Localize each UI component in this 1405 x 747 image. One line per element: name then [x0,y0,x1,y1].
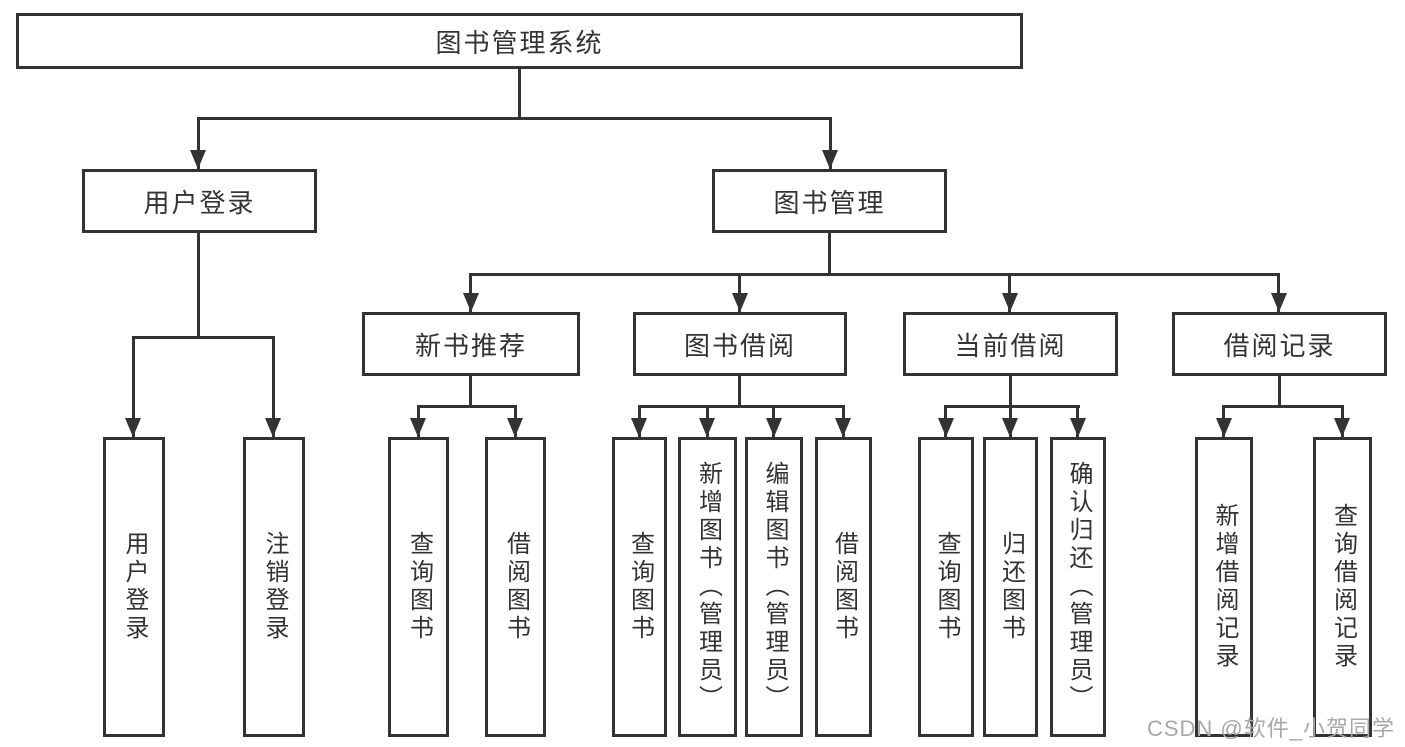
arrowhead-icon [410,418,426,437]
connector-line [738,376,741,408]
connector-line [272,336,275,437]
arrowhead-icon [190,150,206,169]
connector-line [197,117,200,169]
arrowhead-icon [1216,418,1232,437]
leaf-label: 查询借阅记录 [1329,503,1357,671]
leaf-label: 用户登录 [121,531,148,643]
connector-line [132,336,275,339]
node-borrow-records: 借阅记录 [1172,312,1387,376]
connector-line [1278,376,1281,408]
connector-line [132,336,135,437]
node-label: 借阅记录 [1223,330,1336,361]
connector-line [1222,405,1344,408]
connector-line [417,405,517,408]
csdn-watermark: CSDN @软件_小贺同学 [1146,716,1395,741]
leaf-logout: 注销登录 [243,437,305,737]
node-library-management-system: 图书管理系统 [16,13,1023,69]
leaf-add-book-admin: 新增图书（管理员） [678,437,737,737]
leaf-label: 查询图书 [933,531,960,643]
leaf-query-books-current: 查询图书 [918,437,974,737]
connector-line [518,69,521,118]
arrowhead-icon [125,418,141,437]
node-user-login: 用户登录 [82,169,317,233]
node-new-book-recommend: 新书推荐 [362,312,580,376]
connector-line [469,273,472,312]
leaf-label: 新增图书（管理员） [694,461,722,713]
arrowhead-icon [766,418,782,437]
connector-line [469,376,472,408]
node-current-borrow: 当前借阅 [903,312,1118,376]
leaf-label: 编辑图书（管理员） [761,461,788,713]
arrowhead-icon [699,418,715,437]
node-label: 当前借阅 [954,330,1067,361]
connector-line [1277,273,1280,312]
node-label: 用户登录 [143,187,256,218]
node-book-management: 图书管理 [712,169,947,233]
leaf-borrow-books-recommend: 借阅图书 [485,437,546,737]
connector-line [469,273,1280,276]
leaf-add-borrow-record: 新增借阅记录 [1195,437,1253,737]
arrowhead-icon [938,418,954,437]
leaf-label: 归还图书 [997,531,1025,643]
arrowhead-icon [463,293,479,312]
arrowhead-icon [1002,418,1018,437]
connector-line [1009,376,1012,408]
node-label: 图书管理 [773,187,886,218]
node-label: 新书推荐 [414,330,527,361]
arrowhead-icon [835,418,851,437]
arrowhead-icon [732,293,748,312]
leaf-borrow-books: 借阅图书 [815,437,872,737]
leaf-label: 借阅图书 [830,531,858,643]
connector-line [944,405,1080,408]
node-book-borrow: 图书借阅 [633,312,847,376]
leaf-confirm-return-admin: 确认归还（管理员） [1050,437,1106,737]
leaf-query-borrow-record: 查询借阅记录 [1313,437,1372,737]
arrowhead-icon [507,418,523,437]
arrowhead-icon [631,418,647,437]
leaf-label: 新增借阅记录 [1211,503,1238,671]
node-label: 图书管理系统 [435,27,604,58]
leaf-label: 查询图书 [405,531,433,643]
arrowhead-icon [1070,418,1086,437]
connector-line [197,117,832,120]
leaf-user-login: 用户登录 [103,437,165,737]
arrowhead-icon [1002,293,1018,312]
leaf-return-book: 归还图书 [983,437,1038,737]
leaf-label: 注销登录 [261,531,288,643]
leaf-query-books-borrow: 查询图书 [612,437,667,737]
arrowhead-icon [1334,418,1350,437]
connector-line [197,233,200,339]
connector-line [738,273,741,312]
arrowhead-icon [265,418,281,437]
connector-line [829,117,832,169]
leaf-label: 确认归还（管理员） [1065,461,1092,713]
connector-line [638,405,845,408]
leaf-query-books-recommend: 查询图书 [388,437,449,737]
arrowhead-icon [822,150,838,169]
leaf-edit-book-admin: 编辑图书（管理员） [745,437,803,737]
node-label: 图书借阅 [683,330,796,361]
connector-line [828,233,831,276]
arrowhead-icon [1271,293,1287,312]
connector-line [1008,273,1011,312]
leaf-label: 查询图书 [626,531,654,643]
leaf-label: 借阅图书 [502,531,530,643]
